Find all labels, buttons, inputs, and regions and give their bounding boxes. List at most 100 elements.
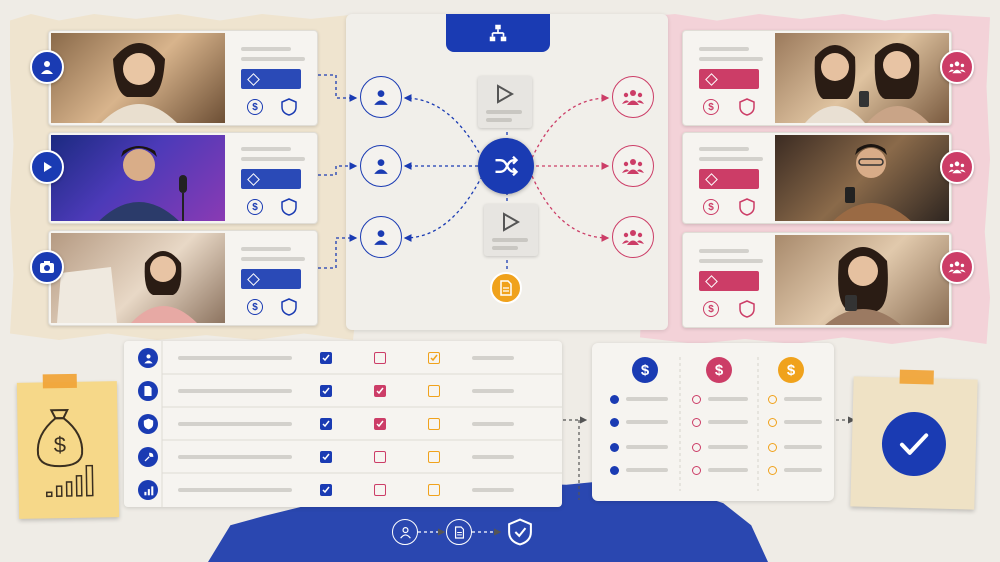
creator-badge-play[interactable] bbox=[30, 150, 64, 184]
check-dot-gold bbox=[768, 395, 777, 404]
payout-panel: $ $ $ bbox=[592, 343, 834, 501]
audience-node-2[interactable] bbox=[612, 145, 654, 187]
group-icon bbox=[948, 161, 966, 174]
svg-text:$: $ bbox=[54, 432, 67, 457]
check-gold[interactable] bbox=[428, 352, 440, 364]
check-blue[interactable] bbox=[320, 352, 332, 364]
dollar-icon: $ bbox=[703, 301, 719, 317]
check-gold-empty[interactable] bbox=[428, 484, 440, 496]
creator-card-2[interactable]: $ bbox=[48, 132, 318, 224]
tag-label bbox=[699, 169, 759, 189]
check-blue[interactable] bbox=[320, 418, 332, 430]
bar-chart-icon bbox=[143, 485, 153, 495]
tag-label bbox=[699, 271, 759, 291]
table-row-icon bbox=[138, 414, 158, 434]
woman-showing-shirt-photo bbox=[51, 233, 225, 323]
approval-sticky-note bbox=[850, 369, 978, 510]
camera-icon bbox=[40, 261, 54, 273]
tag-icon bbox=[247, 272, 260, 286]
check-dot-blue bbox=[610, 418, 619, 427]
woman-with-phone-photo bbox=[775, 235, 949, 325]
user-icon bbox=[374, 90, 388, 105]
document-badge[interactable] bbox=[490, 272, 522, 304]
user-icon bbox=[399, 526, 411, 539]
wrench-icon bbox=[144, 452, 153, 461]
check-dot-gold bbox=[768, 418, 777, 427]
creator-badge-user[interactable] bbox=[30, 50, 64, 84]
check-pink-empty[interactable] bbox=[374, 451, 386, 463]
group-icon bbox=[948, 61, 966, 74]
check-pink[interactable] bbox=[374, 418, 386, 430]
woman-holding-product-photo bbox=[51, 33, 225, 123]
shield-icon bbox=[739, 198, 755, 216]
tag-icon bbox=[705, 72, 718, 86]
check-blue[interactable] bbox=[320, 484, 332, 496]
creator-card-3[interactable]: $ bbox=[48, 230, 318, 326]
hub-node[interactable] bbox=[478, 138, 534, 194]
audience-badge-3[interactable] bbox=[940, 250, 974, 284]
check-dot-blue bbox=[610, 466, 619, 475]
check-dot-blue bbox=[610, 395, 619, 404]
document-icon bbox=[144, 386, 152, 396]
shield-check-icon[interactable] bbox=[507, 518, 533, 546]
check-blue[interactable] bbox=[320, 451, 332, 463]
table-row-icon bbox=[138, 381, 158, 401]
shuffle-icon bbox=[495, 155, 519, 177]
tape bbox=[899, 369, 934, 385]
dollar-icon: $ bbox=[632, 357, 658, 383]
dollar-icon: $ bbox=[778, 357, 804, 383]
user-icon bbox=[143, 353, 153, 363]
audience-node-3[interactable] bbox=[612, 216, 654, 258]
user-icon bbox=[41, 61, 53, 74]
check-blue[interactable] bbox=[320, 385, 332, 397]
group-icon bbox=[948, 261, 966, 274]
shield-icon bbox=[739, 300, 755, 318]
check-dot-gold bbox=[768, 466, 777, 475]
audience-badge-2[interactable] bbox=[940, 150, 974, 184]
play-icon bbox=[44, 162, 52, 172]
check-pink-empty[interactable] bbox=[374, 484, 386, 496]
group-icon bbox=[622, 230, 644, 245]
group-icon bbox=[622, 90, 644, 105]
creator-node-1[interactable] bbox=[360, 76, 402, 118]
check-gold-empty[interactable] bbox=[428, 385, 440, 397]
video-card[interactable] bbox=[478, 76, 532, 128]
creator-node-3[interactable] bbox=[360, 216, 402, 258]
audience-card-1[interactable]: $ bbox=[682, 30, 952, 126]
hierarchy-icon bbox=[489, 24, 507, 42]
audience-node-1[interactable] bbox=[612, 76, 654, 118]
audience-card-2[interactable]: $ bbox=[682, 132, 952, 224]
check-dot-pink bbox=[692, 443, 701, 452]
tape bbox=[42, 373, 77, 389]
shield-icon bbox=[281, 298, 297, 316]
payout-dividers bbox=[679, 357, 759, 491]
dollar-icon: $ bbox=[247, 199, 263, 215]
tag-icon bbox=[705, 172, 718, 186]
table-row-icon bbox=[138, 447, 158, 467]
hierarchy-tab[interactable] bbox=[446, 14, 550, 52]
shield-icon bbox=[739, 98, 755, 116]
shield-icon bbox=[281, 98, 297, 116]
footer-document[interactable] bbox=[446, 519, 472, 545]
table-grid bbox=[161, 341, 562, 507]
requirements-table bbox=[124, 341, 562, 507]
check-gold-empty[interactable] bbox=[428, 451, 440, 463]
footer-user[interactable] bbox=[392, 519, 418, 545]
dollar-icon: $ bbox=[703, 99, 719, 115]
check-dot-blue bbox=[610, 443, 619, 452]
check-pink-empty[interactable] bbox=[374, 352, 386, 364]
check-circle-icon[interactable] bbox=[881, 411, 947, 477]
check-pink[interactable] bbox=[374, 385, 386, 397]
creator-card-1[interactable]: $ bbox=[48, 30, 318, 126]
audience-badge-1[interactable] bbox=[940, 50, 974, 84]
shield-check-icon bbox=[143, 418, 153, 430]
dollar-icon: $ bbox=[706, 357, 732, 383]
tag-label bbox=[241, 269, 301, 289]
audience-card-3[interactable]: $ bbox=[682, 232, 952, 328]
creator-node-2[interactable] bbox=[360, 145, 402, 187]
check-gold-empty[interactable] bbox=[428, 418, 440, 430]
document-icon bbox=[454, 525, 464, 539]
creator-badge-camera[interactable] bbox=[30, 250, 64, 284]
video-card[interactable] bbox=[484, 204, 538, 256]
